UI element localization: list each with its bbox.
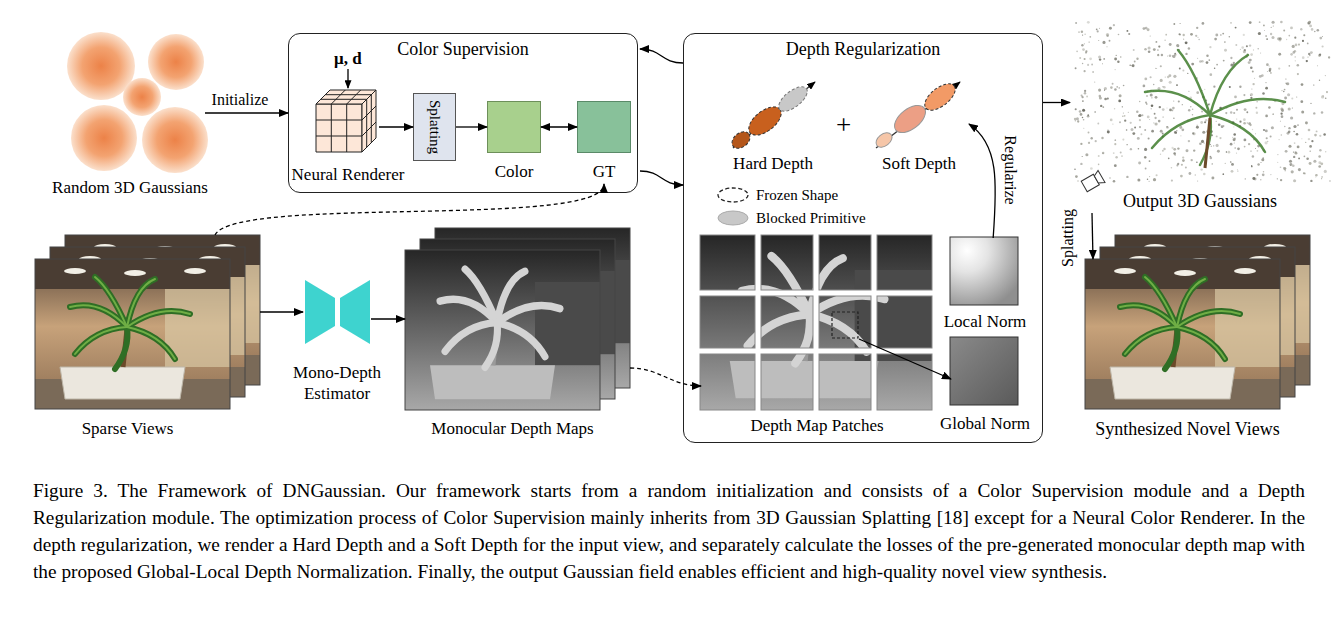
figure-caption: Figure 3. The Framework of DNGaussian. O… bbox=[33, 477, 1305, 585]
connector-arrow bbox=[260, 311, 303, 312]
views-node: Sparse Views bbox=[35, 235, 260, 409]
splatting-box: Splatting bbox=[413, 93, 456, 161]
depth-patches bbox=[700, 235, 932, 410]
point-cloud bbox=[1074, 21, 1331, 183]
camera-icon bbox=[1081, 170, 1105, 192]
connector-arrow bbox=[640, 49, 683, 63]
legend-label: Frozen Shape bbox=[756, 187, 838, 204]
node-label: Monocular Depth Maps bbox=[431, 419, 593, 439]
connector-arrow bbox=[379, 126, 413, 127]
output-node: Output 3D Gaussians bbox=[1070, 20, 1330, 185]
node-label: Output 3D Gaussians bbox=[1123, 191, 1277, 211]
connector-arrow bbox=[630, 368, 701, 386]
gaussian-blobs bbox=[67, 32, 208, 173]
hard-depth-node: Hard Depth bbox=[723, 76, 823, 156]
edge-label: Regularize bbox=[1000, 135, 1020, 204]
color-square: Color bbox=[487, 101, 541, 153]
connector-arrow bbox=[541, 126, 577, 127]
connector-arrow bbox=[640, 171, 683, 185]
connector-arrow bbox=[371, 318, 405, 319]
renderer-cube bbox=[316, 90, 376, 152]
node-label: Synthesized Novel Views bbox=[1095, 419, 1280, 439]
global-norm-map bbox=[950, 337, 1018, 405]
views-node: Synthesized Novel Views bbox=[1085, 235, 1310, 409]
node-label: Local Norm bbox=[944, 312, 1027, 332]
node-label: Mono-Depth Estimator bbox=[282, 362, 392, 404]
node-label: Color bbox=[495, 162, 534, 182]
estimator-icon bbox=[305, 280, 370, 344]
connector-arrow bbox=[215, 184, 604, 235]
input-arrow bbox=[347, 69, 348, 88]
module-box: Depth RegularizationHard DepthSoft Depth… bbox=[683, 33, 1043, 443]
node-label: Hard Depth bbox=[733, 154, 813, 174]
legend-swatch bbox=[716, 186, 750, 204]
local-norm-node: Local Norm bbox=[951, 238, 1019, 306]
legend-sample bbox=[718, 188, 748, 202]
legend-row: Frozen Shape bbox=[716, 186, 838, 204]
gt-square: GT bbox=[577, 101, 631, 153]
connector-arrow bbox=[969, 124, 995, 238]
connector-arrow bbox=[205, 112, 288, 113]
node-label: Random 3D Gaussians bbox=[52, 178, 208, 198]
legend-row: Blocked Primitive bbox=[716, 209, 866, 227]
novel-views-stack bbox=[1085, 235, 1310, 409]
gaussian-group: Random 3D Gaussians bbox=[55, 30, 205, 170]
node-label: GT bbox=[593, 162, 616, 182]
node-label: Soft Depth bbox=[882, 154, 956, 174]
soft-depth-sketch bbox=[873, 79, 960, 150]
connector-arrow bbox=[1092, 213, 1093, 259]
soft-depth-node: Soft Depth bbox=[869, 76, 969, 156]
node-label: Splatting bbox=[425, 100, 445, 154]
depth-maps-node: Monocular Depth Maps bbox=[405, 228, 630, 410]
sparse-views-stack bbox=[35, 235, 260, 409]
legend-label: Blocked Primitive bbox=[756, 210, 866, 227]
connector-arrow bbox=[456, 126, 487, 127]
node-label: Global Norm bbox=[940, 414, 1030, 434]
edge-label: Initialize bbox=[212, 90, 269, 110]
global-norm-node: Global Norm bbox=[951, 338, 1019, 406]
estimator-node: Mono-Depth Estimator bbox=[303, 280, 371, 344]
connector-arrow bbox=[859, 339, 951, 379]
connector-arrow bbox=[1043, 102, 1070, 103]
node-label: Depth Map Patches bbox=[750, 416, 883, 436]
annotation-label: + bbox=[836, 110, 851, 141]
edge-label: Splatting bbox=[1058, 209, 1078, 267]
legend-swatch bbox=[716, 209, 750, 227]
annotation-label: μ, d bbox=[334, 48, 362, 69]
hard-depth-sketch bbox=[729, 82, 815, 152]
depth-maps-stack bbox=[405, 228, 630, 410]
patches-node: Depth Map Patches bbox=[701, 236, 933, 411]
node-label: Neural Renderer bbox=[292, 165, 405, 185]
node-label: Sparse Views bbox=[82, 419, 174, 439]
renderer-node: Neural Renderer bbox=[317, 89, 379, 153]
local-norm-map bbox=[950, 237, 1018, 305]
legend-sample bbox=[718, 211, 748, 225]
node-label: Depth Regularization bbox=[684, 39, 1042, 59]
